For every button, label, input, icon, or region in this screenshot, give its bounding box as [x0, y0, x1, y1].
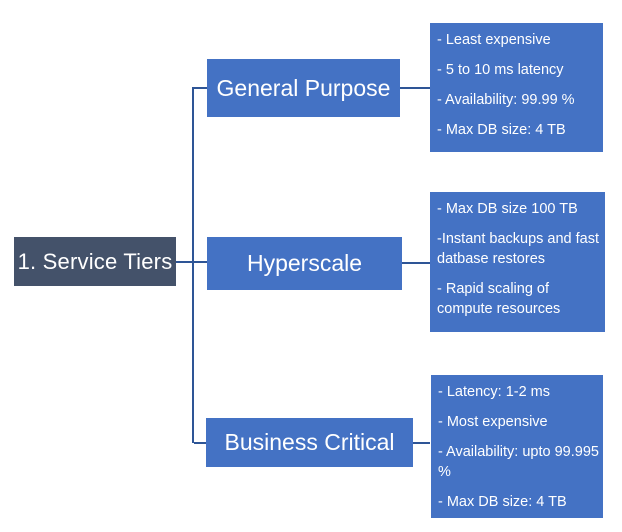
connector-trunk-vertical	[192, 87, 194, 443]
branch-node-hyperscale: Hyperscale	[207, 237, 402, 290]
branch-node-label: General Purpose	[216, 74, 391, 101]
branch-node-business-critical: Business Critical	[206, 418, 413, 467]
root-node-service-tiers: 1. Service Tiers	[14, 237, 176, 286]
detail-item: - Rapid scaling of compute resources	[437, 281, 561, 317]
branch-node-general-purpose: General Purpose	[207, 59, 400, 117]
detail-item: - Max DB size: 4 TB	[438, 494, 567, 510]
details-box-hyperscale: - Max DB size 100 TB -Instant backups an…	[430, 192, 605, 332]
detail-item: -Instant backups and fast datbase restor…	[437, 231, 600, 267]
connector-hyperscale-to-details	[402, 262, 430, 264]
detail-item: - Most expensive	[438, 414, 548, 430]
connector-trunk-to-business-critical	[194, 442, 206, 444]
detail-item: - Max DB size 100 TB	[437, 201, 578, 217]
detail-item: - Availability: upto 99.995 %	[438, 444, 599, 480]
detail-item: - Least expensive	[437, 32, 551, 48]
detail-item: - Latency: 1-2 ms	[438, 384, 551, 400]
connector-business-critical-to-details	[413, 442, 430, 444]
branch-node-label: Business Critical	[224, 429, 395, 455]
connector-general-purpose-to-details	[400, 87, 430, 89]
details-box-general-purpose: - Least expensive - 5 to 10 ms latency -…	[430, 23, 603, 152]
details-box-business-critical: - Latency: 1-2 ms - Most expensive - Ava…	[431, 375, 603, 518]
detail-item: - Max DB size: 4 TB	[437, 122, 566, 138]
connector-root-to-trunk	[176, 261, 207, 263]
root-node-label: 1. Service Tiers	[17, 248, 173, 274]
detail-item: - Availability: 99.99 %	[437, 92, 575, 108]
branch-node-label: Hyperscale	[246, 250, 363, 276]
connector-trunk-to-general-purpose	[194, 87, 207, 89]
detail-item: - 5 to 10 ms latency	[437, 62, 564, 78]
